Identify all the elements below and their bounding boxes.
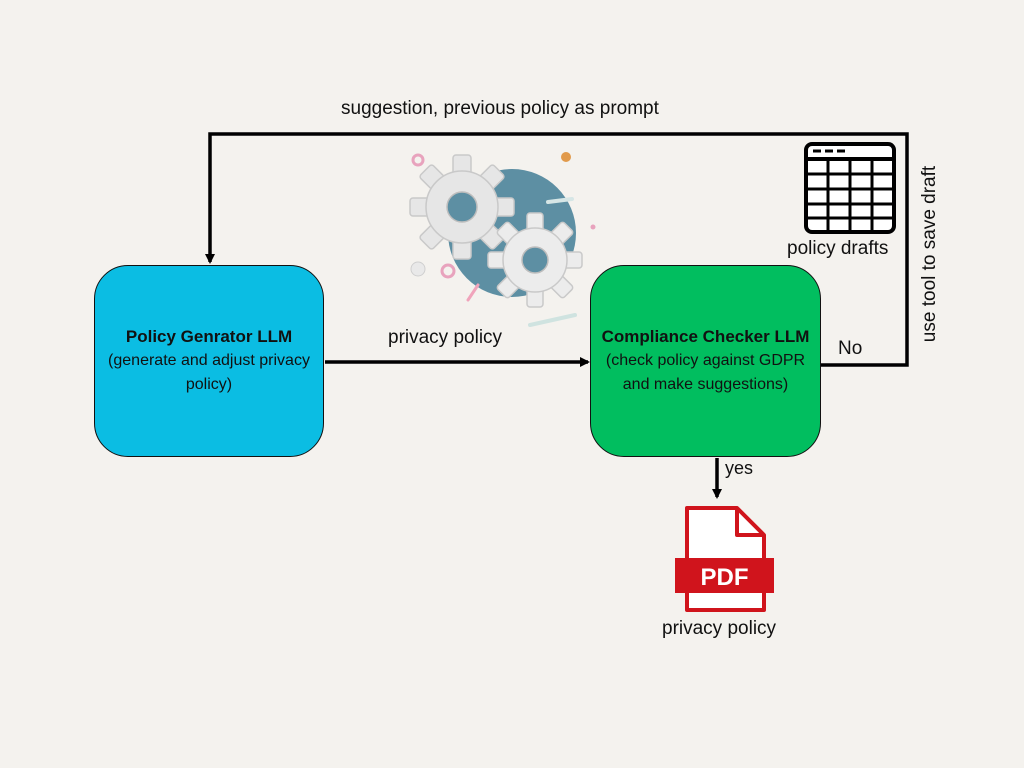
compliance-checker-node: Compliance Checker LLM (check policy aga… <box>590 265 821 457</box>
table-grid-icon <box>804 142 896 234</box>
generator-title: Policy Genrator LLM <box>125 327 293 346</box>
pdf-badge-text: PDF <box>701 564 749 591</box>
pdf-output-label: privacy policy <box>662 618 777 639</box>
no-edge-label: No <box>838 338 863 359</box>
loop-edge-label: suggestion, previous policy as prompt <box>341 98 659 119</box>
checker-description-line2: and make suggestions) <box>622 376 789 393</box>
flow-edge-label: privacy policy <box>388 327 503 348</box>
yes-edge-label: yes <box>725 458 754 478</box>
generator-description: (generate and adjust privacy policy) <box>108 352 310 393</box>
policy-generator-node: Policy Genrator LLM (generate and adjust… <box>94 265 324 457</box>
gears-illustration-icon <box>409 152 596 327</box>
save-draft-label: use tool to save draft <box>919 165 940 343</box>
feedback-loop-line <box>205 132 909 367</box>
checker-description-line1: (check policy against GDPR <box>605 352 806 369</box>
checker-title: Compliance Checker LLM <box>601 327 810 346</box>
policy-drafts-label: policy drafts <box>787 238 889 259</box>
pdf-file-icon: PDF <box>675 506 774 612</box>
